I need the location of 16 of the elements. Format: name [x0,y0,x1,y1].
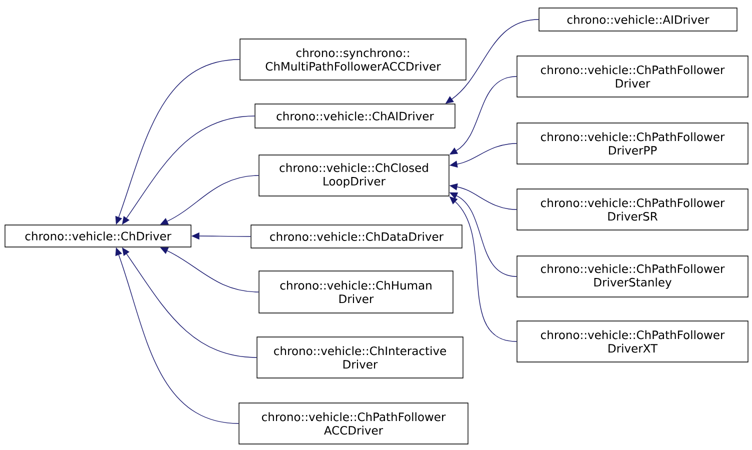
class-box: chrono::vehicle::ChDriver [4,224,192,248]
class-box: chrono::vehicle::ChPathFollower DriverStanley [516,256,748,298]
arrow [160,247,259,292]
class-box: chrono::vehicle::ChPathFollower DriverXT [516,320,748,362]
arrow [160,175,259,225]
class-box: chrono::vehicle::ChInteractive Driver [256,336,464,378]
class-box: chrono::vehicle::ChPathFollower Driver [516,56,748,98]
class-box: chrono::vehicle::ChClosed LoopDriver [258,154,450,196]
class-box: chrono::vehicle::ChDataDriver [250,224,462,248]
class-box: chrono::vehicle::ChHuman Driver [258,270,454,314]
class-box: chrono::vehicle::ChPathFollower DriverSR [516,188,748,230]
class-box: chrono::vehicle::ChPathFollower ACCDriver [238,402,468,444]
class-box: chrono::vehicle::ChPathFollower DriverPP [516,122,748,164]
class-box: chrono::vehicle::ChAIDriver [254,104,456,128]
class-box: chrono::vehicle::AIDriver [538,8,738,32]
class-box: chrono::synchrono:: ChMultiPathFollowerACCDriver [240,38,466,80]
